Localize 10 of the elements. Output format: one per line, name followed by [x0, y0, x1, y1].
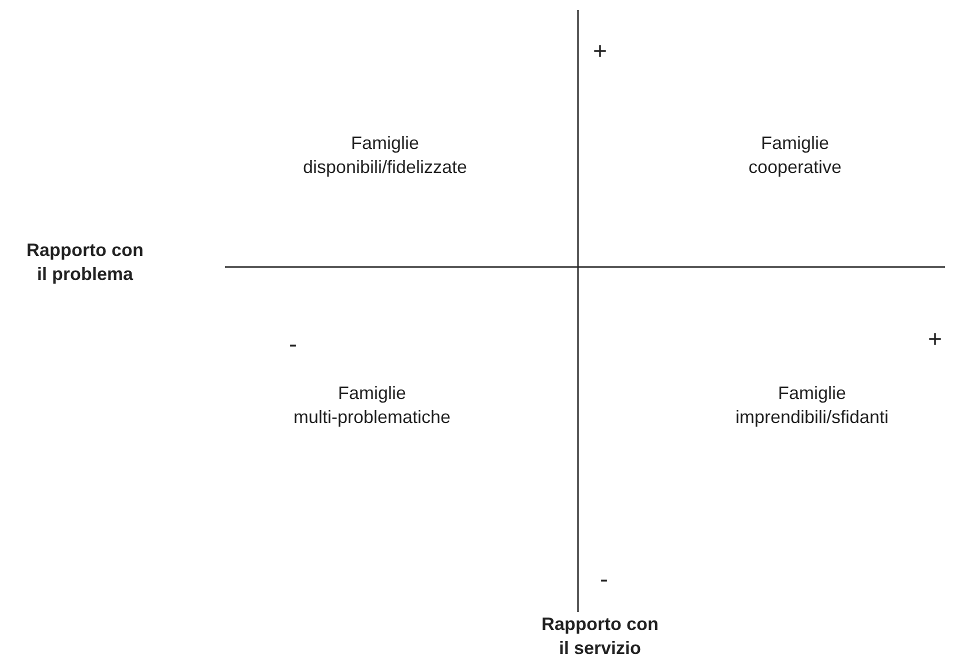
minus-sign: - — [600, 568, 608, 592]
quadrant-label: Famiglie imprendibili/sfidanti — [735, 382, 889, 429]
plus-sign: + — [928, 328, 942, 352]
quadrant-label: Famiglie disponibili/fidelizzate — [302, 132, 468, 179]
minus-sign: - — [289, 333, 297, 357]
axis-label: Rapporto con il problema — [26, 239, 144, 286]
quadrant-label: Famiglie cooperative — [748, 132, 842, 179]
axis-label: Rapporto con il servizio — [542, 613, 658, 660]
plus-sign: + — [593, 40, 607, 64]
quadrant-label: Famiglie multi-problematiche — [293, 382, 451, 429]
